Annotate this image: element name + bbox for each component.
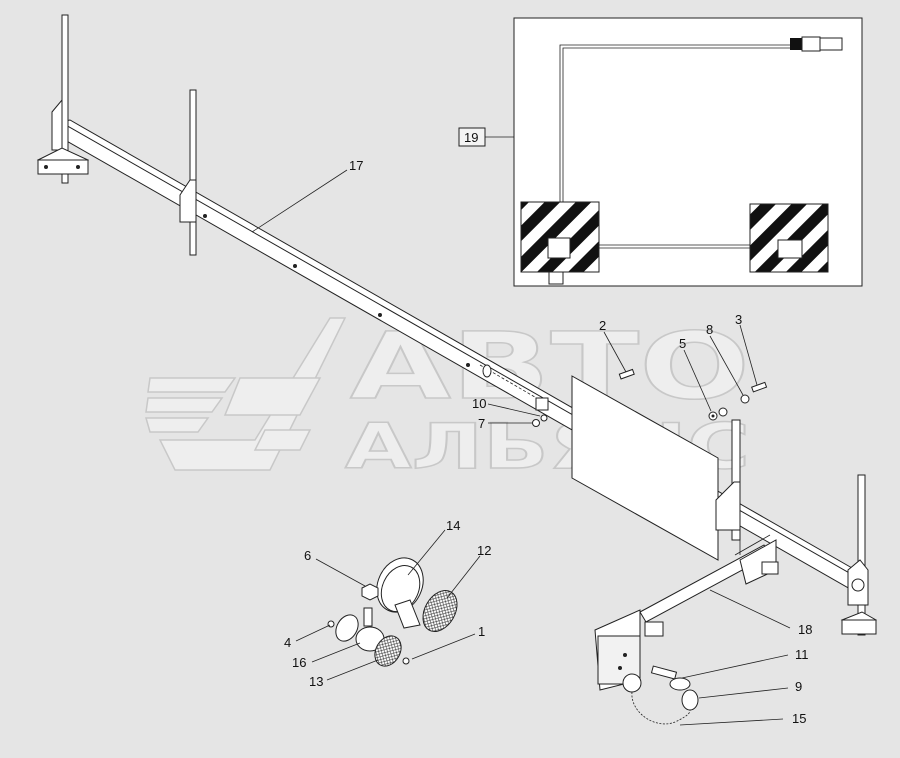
callout-13: 13 [309,674,323,689]
callout-7: 7 [478,416,485,431]
callout-16: 16 [292,655,306,670]
middle-bracket [179,89,197,256]
callout-4: 4 [284,635,291,650]
lamp-parts [327,557,458,667]
mount-frame-18 [594,520,779,691]
callout-10: 10 [472,396,486,411]
callout-15: 15 [792,711,806,726]
callout-11: 11 [795,647,809,662]
fasteners-right [532,368,768,427]
callout-14: 14 [446,518,460,533]
callout-2: 2 [599,318,606,333]
callout-8: 8 [706,322,713,337]
wiring-inset-19 [513,17,863,287]
left-bracket [36,14,90,184]
callout-19: 19 [464,130,478,145]
callout-5: 5 [679,336,686,351]
callout-19-box [458,127,486,147]
callout-labels: 17 19 2 3 8 5 10 7 14 12 6 1 4 16 13 18 … [284,130,812,726]
watermark-logo [145,317,347,471]
warning-plate [535,375,741,561]
pin-assembly [622,665,699,725]
callout-9: 9 [795,679,802,694]
callout-3: 3 [735,312,742,327]
callout-17: 17 [349,158,363,173]
callout-12: 12 [477,543,491,558]
callout-18: 18 [798,622,812,637]
callout-1: 1 [478,624,485,639]
right-bracket [840,474,878,636]
callout-6: 6 [304,548,311,563]
leader-lines [251,136,791,726]
